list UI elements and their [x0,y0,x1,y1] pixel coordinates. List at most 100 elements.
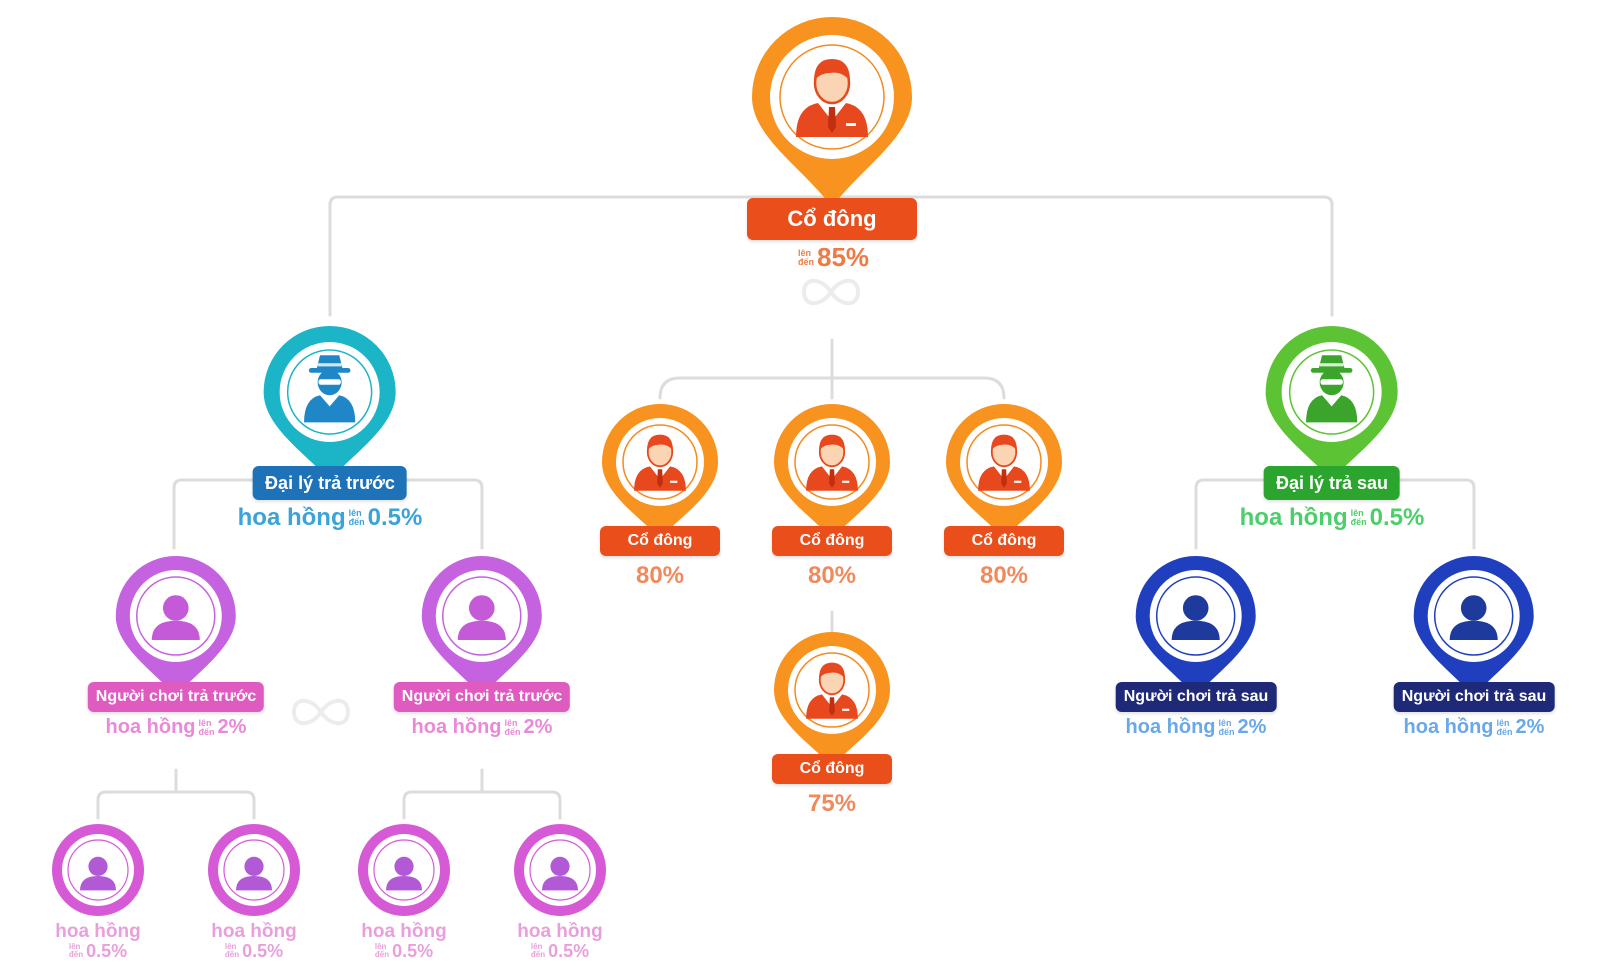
player-prepaid-node-1: Người chơi trả trước hoa hồng lên đến 2% [87,552,265,739]
root-prefix: lên đến [797,247,814,267]
player-postpaid-percent-1: 2% [1237,716,1267,738]
player-prepaid-label-1: Người chơi trả trước [87,682,265,712]
shareholder-node-3: Cổ đông 80% [942,400,1066,590]
leaf-commission-4: hoa hồng lên đến 0.5% [517,921,603,961]
player-postpaid-prefix-1: lên đến [1218,717,1235,737]
leaf-percent-2: 0.5% [242,941,284,961]
player-postpaid-pin-2 [1410,552,1538,698]
player-prepaid-prefix-top-1: lên [198,717,212,728]
shareholder-node-1: Cổ đông 80% [598,400,722,590]
agent-postpaid-pin [1262,322,1402,482]
agent-postpaid-node: Đại lý trả sau hoa hồng lên đến 0.5% [1240,322,1425,532]
player-postpaid-pin-1 [1132,552,1260,698]
leaf-commission-row-1: lên đến 0.5% [69,942,127,960]
agent-postpaid-prefix: lên đến [1351,509,1367,527]
player-prepaid-label-2: Người chơi trả trước [393,682,571,712]
player-postpaid-commission-1: hoa hồng lên đến 2% [1126,716,1267,739]
player-postpaid-prefix-bottom-1: đến [1218,726,1235,737]
agent-postpaid-commission: hoa hồng lên đến 0.5% [1240,504,1425,532]
shareholder-pin-2 [770,400,894,540]
agent-postpaid-label: Đại lý trả sau [1263,466,1401,500]
shareholder-sub-percent: 75% [807,790,857,817]
root-percent: 85% [816,242,870,272]
leaf-node-4: hoa hồng lên đến 0.5% [512,822,608,960]
leaf-prefix-top-3: lên [374,942,387,951]
connector-player2-leaves [402,768,562,820]
player-prepaid-commission-label-1: hoa hồng [105,716,196,738]
agent-prepaid-pin [260,322,400,482]
shareholder-node-2: Cổ đông 80% [770,400,894,590]
player-postpaid-label-1: Người chơi trả sau [1115,682,1277,712]
player-postpaid-prefix-top-2: lên [1496,717,1510,728]
leaf-node-2: hoa hồng lên đến 0.5% [206,822,302,960]
leaf-prefix-2: lên đến [225,943,239,959]
leaf-commission-3: hoa hồng lên đến 0.5% [361,921,447,961]
leaf-pin-2 [206,822,302,918]
leaf-commission-row-4: lên đến 0.5% [531,942,589,960]
shareholder-pin-3 [942,400,1066,540]
shareholder-percent-3: 80% [979,562,1029,589]
player-prepaid-commission-1: hoa hồng lên đến 2% [106,716,247,739]
infinity-logo-icon [286,692,356,737]
player-postpaid-prefix-2: lên đến [1496,717,1513,737]
leaf-commission-2: hoa hồng lên đến 0.5% [211,921,297,961]
player-postpaid-prefix-bottom-2: đến [1496,726,1513,737]
player-prepaid-percent-1: 2% [217,716,247,738]
leaf-percent-4: 0.5% [548,941,590,961]
agent-prepaid-prefix-top: lên [348,508,362,518]
leaf-pin-3 [356,822,452,918]
player-prepaid-prefix-bottom-1: đến [198,726,215,737]
player-prepaid-pin-1 [112,552,240,698]
shareholder-label-1: Cổ đông [599,526,721,556]
player-postpaid-commission-2: hoa hồng lên đến 2% [1404,716,1545,739]
player-postpaid-node-1: Người chơi trả sau hoa hồng lên đến 2% [1115,552,1277,739]
leaf-commission-label-3: hoa hồng [361,921,447,942]
agent-prepaid-commission: hoa hồng lên đến 0.5% [238,504,423,532]
player-postpaid-node-2: Người chơi trả sau hoa hồng lên đến 2% [1393,552,1555,739]
agent-prepaid-prefix-bottom: đến [348,517,365,527]
shareholder-label-2: Cổ đông [771,526,893,556]
agent-postpaid-percent: 0.5% [1369,504,1425,531]
leaf-commission-row-2: lên đến 0.5% [225,942,283,960]
agent-prepaid-node: Đại lý trả trước hoa hồng lên đến 0.5% [238,322,423,532]
player-prepaid-pin-2 [418,552,546,698]
player-prepaid-percent-2: 2% [523,716,553,738]
leaf-prefix-top-2: lên [224,942,237,951]
player-prepaid-node-2: Người chơi trả trước hoa hồng lên đến 2% [393,552,571,739]
shareholder-sub-pin [770,628,894,768]
player-postpaid-prefix-top-1: lên [1218,717,1232,728]
agent-postpaid-commission-label: hoa hồng [1239,504,1348,531]
player-postpaid-percent-2: 2% [1515,716,1545,738]
player-prepaid-prefix-2: lên đến [504,717,521,737]
player-prepaid-commission-label-2: hoa hồng [411,716,502,738]
leaf-prefix-top-4: lên [530,942,543,951]
shareholder-percent-1: 80% [635,562,685,589]
leaf-commission-label-4: hoa hồng [517,921,603,942]
agent-prepaid-commission-label: hoa hồng [237,504,346,531]
agent-postpaid-prefix-top: lên [1350,508,1364,518]
leaf-prefix-bottom-4: đến [530,950,546,959]
leaf-node-3: hoa hồng lên đến 0.5% [356,822,452,960]
root-prefix-top: lên [797,247,811,258]
agent-prepaid-prefix: lên đến [349,509,365,527]
leaf-node-1: hoa hồng lên đến 0.5% [50,822,146,960]
leaf-prefix-4: lên đến [531,943,545,959]
leaf-prefix-bottom-3: đến [374,950,390,959]
leaf-commission-label-2: hoa hồng [211,921,297,942]
player-postpaid-commission-label-1: hoa hồng [1125,716,1216,738]
leaf-percent-3: 0.5% [392,941,434,961]
shareholder-pin-1 [598,400,722,540]
shareholder-percent-2: 80% [807,562,857,589]
connector-root-shareholders [658,338,1006,400]
leaf-prefix-3: lên đến [375,943,389,959]
connector-player1-leaves [96,768,256,820]
agent-postpaid-prefix-bottom: đến [1350,517,1367,527]
shareholder-label-3: Cổ đông [943,526,1065,556]
player-prepaid-prefix-top-2: lên [504,717,518,728]
infinity-logo-icon [796,272,866,317]
shareholder-sub-node: Cổ đông 75% [770,628,894,818]
leaf-prefix-bottom-1: đến [68,950,84,959]
leaf-pin-1 [50,822,146,918]
leaf-pin-4 [512,822,608,918]
leaf-prefix-bottom-2: đến [224,950,240,959]
